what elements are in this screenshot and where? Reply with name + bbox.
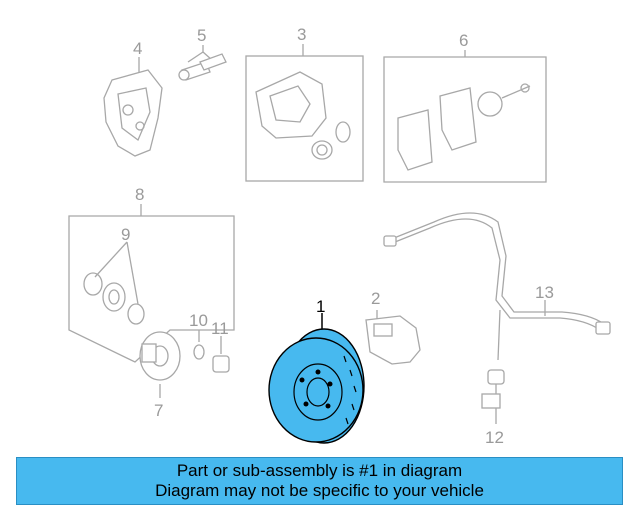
part-13-abs-sensor-wire[interactable] — [383, 212, 611, 361]
part-4-caliper-bracket[interactable] — [103, 57, 163, 157]
part-1-brake-rotor[interactable] — [268, 313, 365, 444]
callout-4: 4 — [133, 39, 142, 58]
callout-13: 13 — [535, 283, 554, 302]
part-5-guide-pins[interactable] — [178, 45, 227, 81]
callout-5: 5 — [197, 26, 206, 45]
part-2-splash-shield[interactable] — [365, 310, 421, 365]
part-8-hub-assembly[interactable] — [68, 204, 235, 363]
callout-9: 9 — [121, 225, 130, 244]
callout-8: 8 — [135, 185, 144, 204]
part-12-abs-sensor[interactable] — [481, 369, 505, 424]
part-6-brake-pads[interactable] — [383, 50, 547, 183]
callout-11: 11 — [211, 319, 229, 338]
parts-diagram: 1 2 3 4 5 6 7 8 9 10 11 12 13 — [68, 25, 611, 447]
info-banner: Part or sub-assembly is #1 in diagram Di… — [16, 457, 623, 505]
part-10-washer[interactable] — [193, 330, 205, 360]
part-9-snap-rings[interactable] — [83, 241, 145, 325]
callout-10: 10 — [189, 311, 208, 330]
callout-12: 12 — [485, 428, 504, 447]
part-11-nut[interactable] — [212, 336, 230, 373]
callout-2: 2 — [371, 289, 380, 308]
callout-6: 6 — [459, 31, 468, 50]
part-7-hub[interactable] — [139, 331, 181, 398]
callout-3: 3 — [297, 25, 306, 44]
callout-7: 7 — [154, 401, 163, 420]
banner-line-2: Diagram may not be specific to your vehi… — [155, 481, 484, 500]
callout-1: 1 — [316, 297, 325, 316]
banner-line-1: Part or sub-assembly is #1 in diagram — [176, 461, 463, 480]
part-3-caliper[interactable] — [245, 44, 364, 182]
